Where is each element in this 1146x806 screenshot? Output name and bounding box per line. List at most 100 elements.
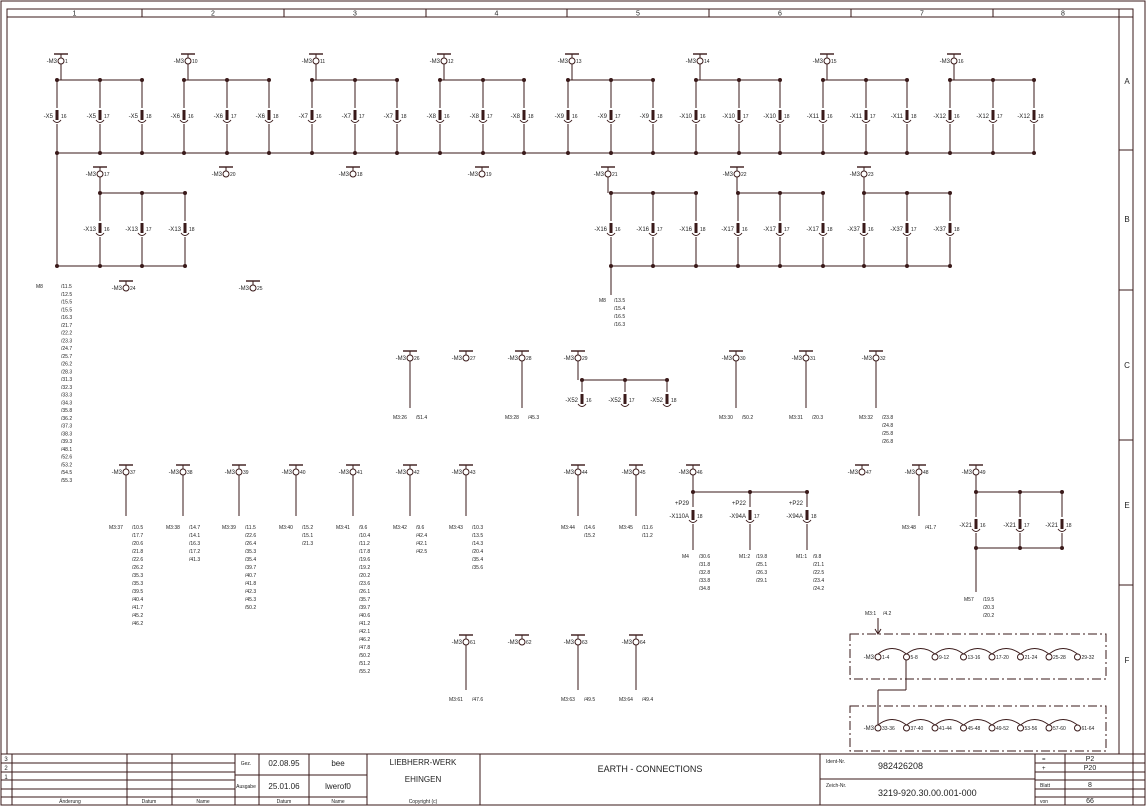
strip-terminal[interactable] bbox=[988, 724, 996, 732]
strip-terminal[interactable] bbox=[1074, 653, 1081, 661]
strip-terminal[interactable] bbox=[1017, 653, 1024, 661]
strip-terminal[interactable] bbox=[1017, 724, 1024, 732]
strip-terminal[interactable] bbox=[960, 653, 967, 661]
strip-terminal[interactable] bbox=[1045, 653, 1053, 661]
strip-terminal[interactable] bbox=[903, 724, 910, 732]
strip-terminal[interactable] bbox=[1045, 724, 1053, 732]
strip-terminal[interactable] bbox=[960, 724, 967, 732]
strip-terminal[interactable] bbox=[988, 653, 996, 661]
strip-terminal[interactable] bbox=[874, 724, 882, 732]
strip-terminal[interactable] bbox=[1074, 724, 1081, 732]
strip-terminal[interactable] bbox=[931, 724, 939, 732]
strip-terminal[interactable] bbox=[903, 653, 910, 661]
strip-terminal[interactable] bbox=[874, 653, 882, 661]
strip-terminal[interactable] bbox=[931, 653, 939, 661]
